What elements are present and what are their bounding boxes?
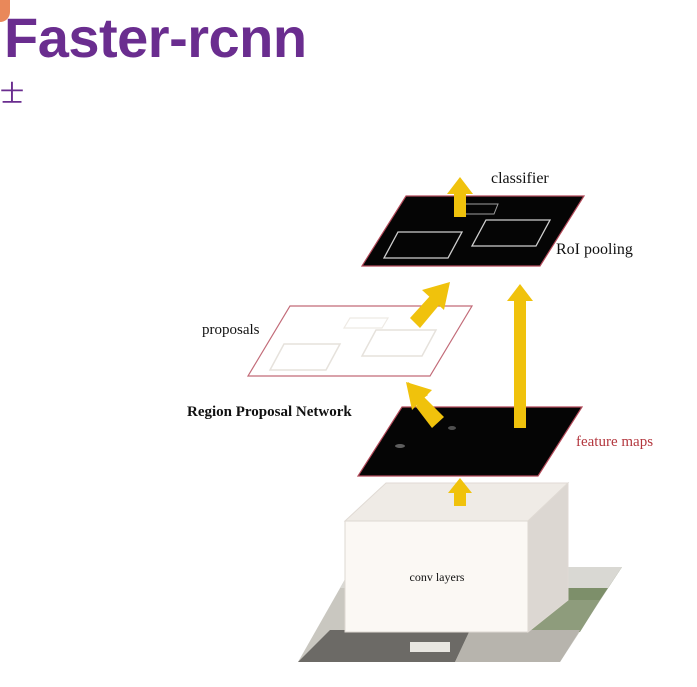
classifier-label: classifier — [491, 170, 549, 187]
arrow-proposals-to-roi — [410, 282, 450, 328]
feature-maps-layer: feature maps — [356, 406, 653, 477]
roi-pooling-label: RoI pooling — [556, 241, 633, 258]
conv-layers-label: conv layers — [410, 570, 465, 584]
page-title: Faster-rcnn — [4, 6, 307, 69]
proposals-layer: proposals — [202, 305, 474, 377]
feature-maps-label: feature maps — [576, 434, 653, 450]
roi-pooling-layer: RoI pooling — [360, 195, 633, 267]
arrow-roi-to-classifier — [447, 177, 473, 217]
conv-layers-block: conv layers — [343, 481, 570, 634]
rpn-label: Region Proposal Network — [187, 404, 352, 420]
page-subtitle: 士 — [0, 80, 24, 108]
proposals-label: proposals — [202, 322, 260, 338]
arrow-feature-to-roi — [507, 284, 533, 428]
arrow-rpn-to-proposals — [406, 382, 444, 428]
arrow-conv-to-feature — [448, 478, 472, 506]
corner-accent — [0, 0, 10, 22]
